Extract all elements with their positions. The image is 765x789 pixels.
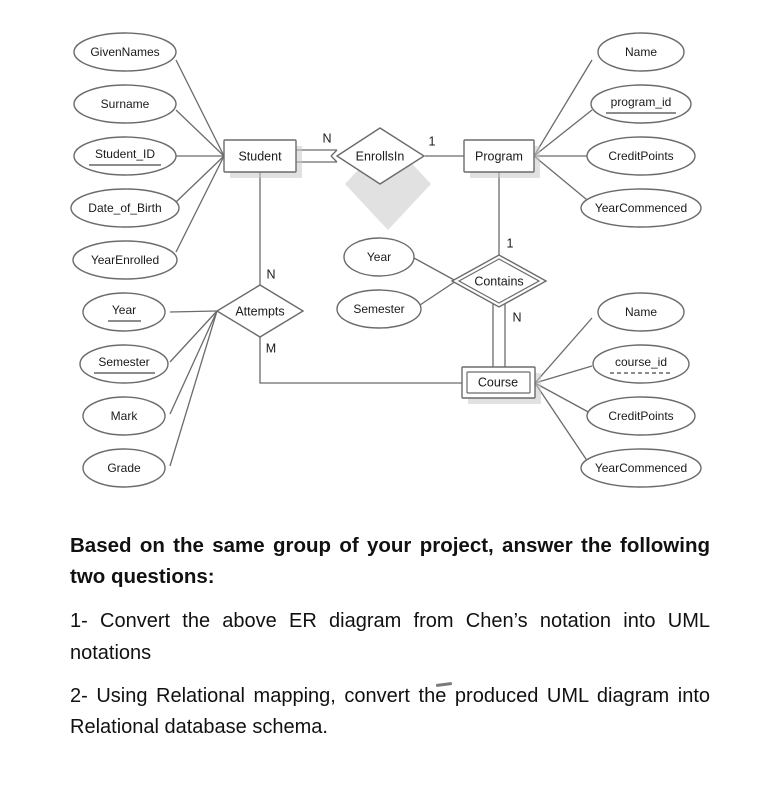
entity-label: Student [238, 149, 282, 163]
attribute-label: CreditPoints [608, 409, 673, 423]
entity-student: Student [223, 139, 302, 178]
attribute-label: Semester [353, 302, 404, 316]
relationship-label: EnrollsIn [356, 149, 405, 163]
question-item-1: 1- Convert the above ER diagram from Che… [70, 610, 710, 664]
attribute-year-enrolled: YearEnrolled [72, 240, 178, 280]
relationship-attempts: Attempts [215, 284, 305, 338]
attribute-contains-semester: Semester [336, 289, 422, 329]
attribute-label: Mark [111, 409, 139, 423]
cardinality-attempts-course: M [266, 341, 276, 355]
entity-label: Program [475, 149, 523, 163]
cardinality-labels: N 1 N M 1 N [266, 131, 522, 355]
relationship-label: Attempts [235, 304, 284, 318]
relationship-contains: Contains [450, 254, 548, 308]
attribute-label: GivenNames [90, 45, 159, 59]
attribute-label: Surname [101, 97, 150, 111]
attribute-label: YearCommenced [595, 461, 687, 475]
attribute-student-id: Student_ID [73, 136, 177, 176]
attribute-label: YearEnrolled [91, 253, 159, 267]
attribute-label: Name [625, 45, 657, 59]
attribute-given-names: GivenNames [73, 32, 177, 72]
attribute-program-credit-points: CreditPoints [586, 136, 696, 176]
attribute-label: Year [112, 303, 136, 317]
attribute-course-id: course_id [592, 344, 690, 384]
attribute-label: course_id [615, 355, 667, 369]
question-item-2: 2- Using Relational mapping, convert the… [70, 684, 710, 738]
attribute-program-name: Name [597, 32, 685, 72]
er-diagram: GivenNames Surname Student_ID Date_of_Bi… [70, 32, 702, 488]
attribute-surname: Surname [73, 84, 177, 124]
entity-program: Program [463, 139, 540, 178]
attribute-program-id: program_id [590, 84, 692, 124]
cardinality-student-attempts: N [266, 267, 275, 281]
program-attributes: Name program_id CreditPoints YearCommenc… [580, 32, 702, 228]
attribute-date-of-birth: Date_of_Birth [70, 188, 180, 228]
cardinality-contains-course: N [512, 310, 521, 324]
contains-attributes: Year Semester [336, 237, 422, 329]
question-heading: Based on the same group of your project,… [70, 534, 710, 589]
course-attributes: Name course_id CreditPoints YearCommence… [580, 292, 702, 488]
attribute-label: Grade [107, 461, 141, 475]
relationship-enrolls-in: EnrollsIn [335, 127, 431, 230]
attribute-mark: Mark [82, 396, 166, 436]
question-block: Based on the same group of your project,… [70, 530, 710, 743]
cardinality-program-contains: 1 [507, 236, 514, 250]
attempts-attributes: Year Semester Mark Grade [79, 292, 169, 488]
attribute-label: Name [625, 305, 657, 319]
attribute-attempts-year: Year [82, 292, 166, 332]
cardinality-student-enrollsin: N [322, 131, 331, 145]
attribute-course-credit-points: CreditPoints [586, 396, 696, 436]
cardinality-enrollsin-program: 1 [429, 134, 436, 148]
attribute-course-name: Name [597, 292, 685, 332]
attribute-label: Student_ID [95, 147, 155, 161]
attribute-contains-year: Year [343, 237, 415, 277]
entity-course: Course [461, 366, 541, 404]
attribute-label: Semester [98, 355, 149, 369]
attribute-course-year-commenced: YearCommenced [580, 448, 702, 488]
attribute-label: CreditPoints [608, 149, 673, 163]
attribute-program-year-commenced: YearCommenced [580, 188, 702, 228]
student-attributes: GivenNames Surname Student_ID Date_of_Bi… [70, 32, 180, 280]
attribute-label: program_id [611, 95, 672, 109]
attribute-label: Year [367, 250, 391, 264]
relationship-label: Contains [474, 274, 523, 288]
entity-label: Course [478, 375, 518, 389]
attribute-label: YearCommenced [595, 201, 687, 215]
attribute-label: Date_of_Birth [88, 201, 161, 215]
attribute-grade: Grade [82, 448, 166, 488]
attribute-attempts-semester: Semester [79, 344, 169, 384]
connector-lines [169, 59, 593, 469]
